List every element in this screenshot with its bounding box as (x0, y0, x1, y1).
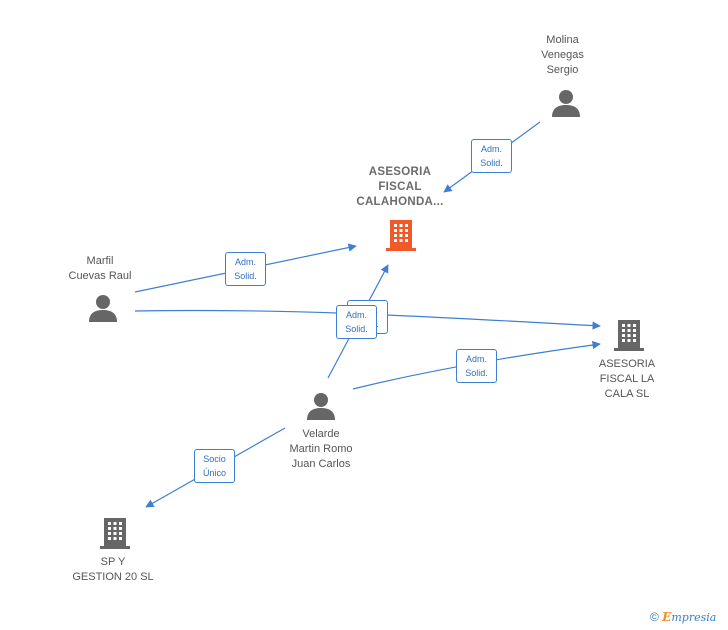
person-icon[interactable] (551, 88, 581, 118)
person-label-marfil[interactable]: Marfil Cuevas Raul (68, 255, 132, 282)
edge-label-marfil-calahonda: Adm. Solid. (225, 252, 266, 286)
person-label-velarde[interactable]: Velarde Martin Romo Juan Carlos (289, 428, 353, 470)
edge-label-marfil-lacala: Adm. Solid. (336, 305, 377, 339)
edge-label-velarde-lacala: Adm. Solid. (456, 349, 497, 383)
footer-brand: © Empresia (650, 610, 716, 624)
company-label-calahonda[interactable]: ASESORIA FISCAL CALAHONDA... (356, 166, 444, 208)
company-label-sp[interactable]: SP Y GESTION 20 SL (72, 556, 154, 583)
edge-label-velarde-sp: Socio Único (194, 449, 235, 483)
building-icon[interactable] (614, 318, 646, 352)
person-label-molina[interactable]: Molina Venegas Sergio (541, 34, 584, 76)
person-icon[interactable] (306, 391, 336, 421)
company-label-lacala[interactable]: ASESORIA FISCAL LA CALA SL (598, 358, 656, 400)
person-icon[interactable] (88, 293, 118, 323)
edge-label-molina-calahonda: Adm. Solid. (471, 139, 512, 173)
brand-logo-text: mpresia (671, 611, 717, 624)
copyright-symbol: © (650, 610, 659, 624)
building-icon[interactable] (100, 516, 132, 550)
brand-logo-e: E (662, 610, 672, 624)
building-icon[interactable] (386, 218, 418, 252)
